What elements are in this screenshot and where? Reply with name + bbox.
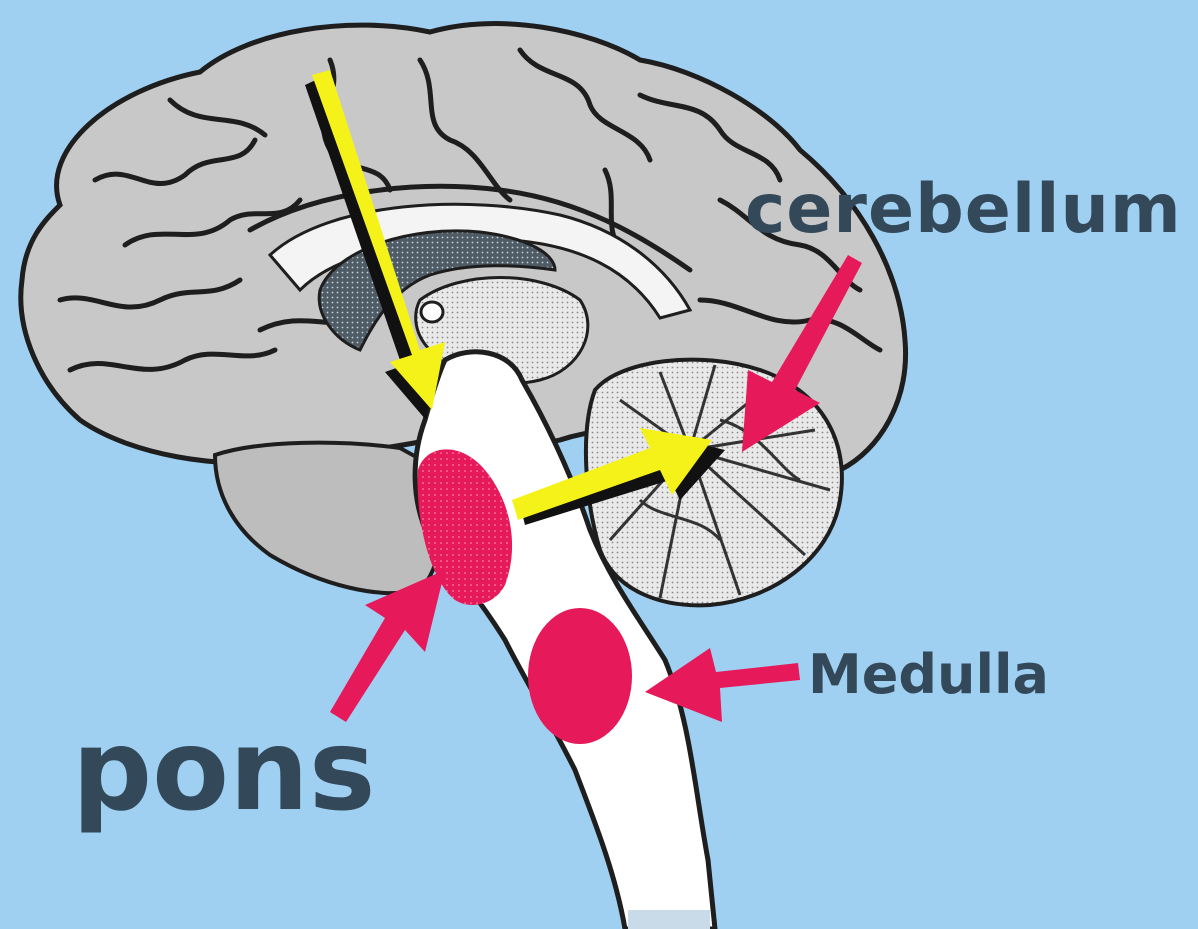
temporal-lobe	[215, 443, 444, 593]
pons-label: pons	[72, 715, 376, 827]
medulla	[528, 608, 632, 744]
spinal-cord-end	[628, 910, 710, 929]
small-nucleus	[421, 302, 443, 322]
medulla-label: Medulla	[808, 648, 1049, 702]
cerebellum-label: cerebellum	[745, 176, 1182, 244]
